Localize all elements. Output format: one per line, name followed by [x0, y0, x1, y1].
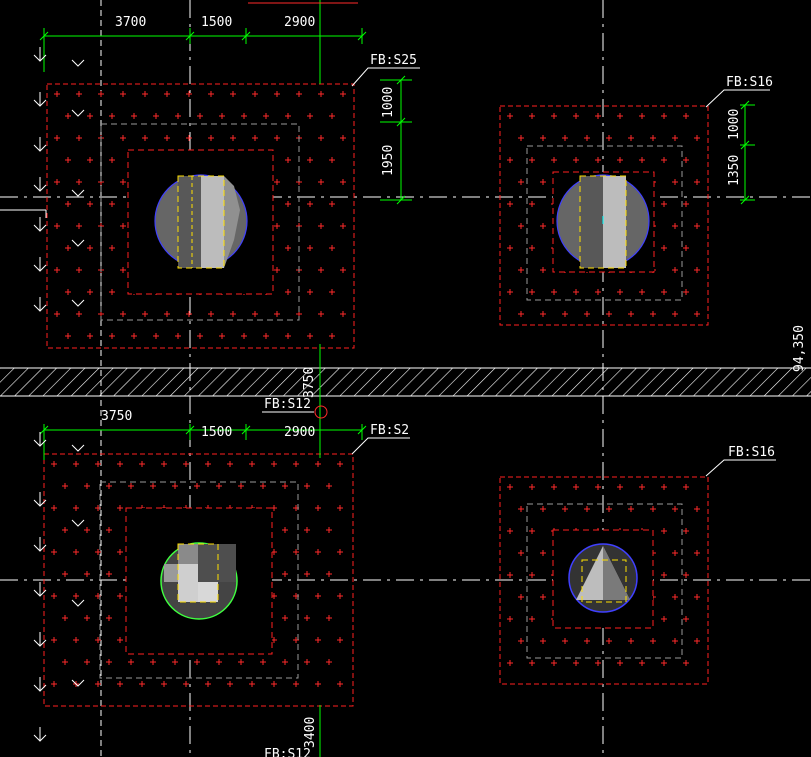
column-outline — [177, 175, 225, 269]
bot-dim-1: 3750 — [101, 409, 132, 424]
side-dim: 94,350 — [792, 325, 807, 372]
footing_tr[interactable] — [556, 174, 650, 269]
tag-mid[interactable]: FB:S12 — [264, 397, 311, 412]
left-arrow-marks — [33, 47, 85, 742]
bot-dim-3: 2900 — [284, 425, 315, 440]
footing_bl[interactable] — [160, 542, 238, 620]
tag-bottom-cut[interactable]: FB:S12 — [264, 747, 311, 757]
vdim-tr-1: 1000 — [727, 109, 742, 140]
footing-step-outline — [100, 123, 300, 321]
footing-outline — [499, 105, 709, 326]
footing-outline — [499, 476, 709, 685]
column-outline — [177, 543, 219, 603]
break-dim: 3750 — [302, 367, 317, 398]
vdim-tr-2: 1350 — [727, 155, 742, 186]
vdim-bottom: 3400 — [303, 717, 318, 748]
footing-outline — [46, 83, 355, 349]
top-dim-2: 1500 — [201, 15, 232, 30]
vdim-tl-1: 1000 — [381, 87, 396, 118]
footing-step-outline — [526, 503, 683, 659]
footing_tl[interactable] — [154, 174, 248, 269]
tag-br[interactable]: FB:S16 — [728, 445, 775, 460]
footing-outline — [43, 453, 354, 707]
tag-leaders — [262, 67, 776, 477]
footing_br[interactable] — [568, 543, 638, 613]
top-dim-1: 3700 — [115, 15, 146, 30]
column-light-part — [603, 176, 626, 268]
tag-bl[interactable]: FB:S2 — [370, 423, 409, 438]
footing-step-outline — [526, 145, 683, 301]
column-outline — [581, 559, 627, 603]
column-light-part — [201, 176, 224, 268]
drawing-text: 3700 1500 2900 FB:S25 FB:S16 1000 1950 1… — [101, 15, 807, 757]
tag-tl[interactable]: FB:S25 — [370, 53, 417, 68]
dimensions — [39, 0, 755, 757]
bot-dim-2: 1500 — [201, 425, 232, 440]
footing-step-outline — [99, 481, 299, 679]
break-band — [0, 367, 811, 397]
top-dim-3: 2900 — [284, 15, 315, 30]
vdim-tl-2: 1950 — [381, 145, 396, 176]
tag-tr[interactable]: FB:S16 — [726, 75, 773, 90]
column-outline — [579, 175, 627, 269]
